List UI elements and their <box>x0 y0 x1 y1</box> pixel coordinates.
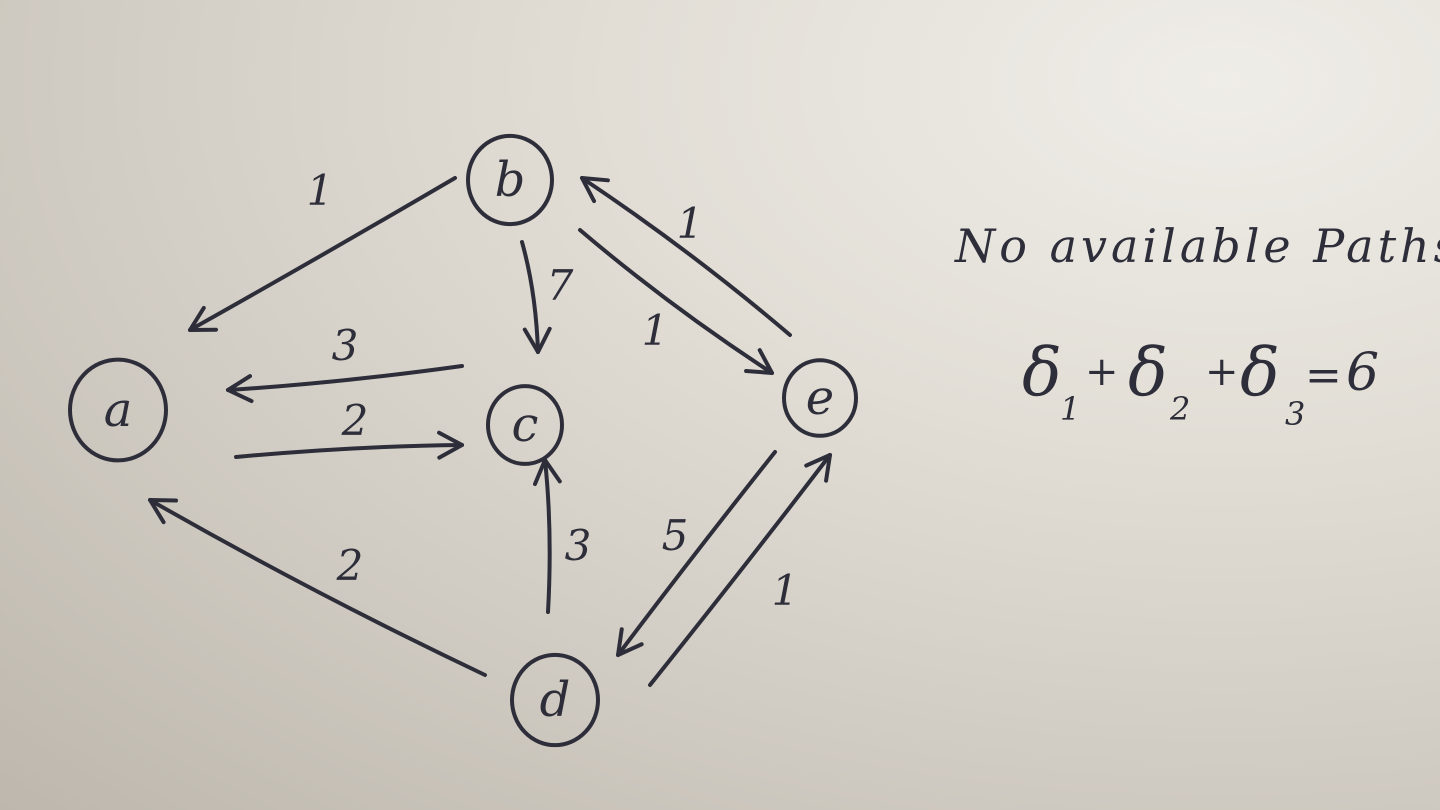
edge-line <box>520 240 540 354</box>
node-circle <box>510 652 600 748</box>
node-circle <box>466 133 554 227</box>
edge-line <box>188 176 457 332</box>
edge-b-to-c: 7 <box>520 240 574 354</box>
node-c: c <box>486 384 564 466</box>
node-label: b <box>495 152 526 208</box>
equals-sign: = <box>1305 350 1342 401</box>
arrowhead <box>437 430 464 460</box>
edge-d-to-c: 3 <box>533 458 592 614</box>
edge-line <box>580 176 792 337</box>
edge-e-to-d: 5 <box>616 450 777 657</box>
node-b: b <box>466 133 554 227</box>
arrowhead <box>616 627 644 657</box>
node-circle <box>68 357 168 463</box>
arrowhead <box>580 176 610 204</box>
edge-weight-label: 3 <box>565 521 592 570</box>
edge-weight-label: 5 <box>662 511 689 560</box>
arrowhead <box>188 305 218 332</box>
edge-b-to-e: 1 <box>578 228 774 375</box>
edge-weight-label: 1 <box>677 199 704 248</box>
node-label: e <box>806 370 834 426</box>
edge-line <box>234 443 464 459</box>
plus-1: + <box>1085 349 1119 395</box>
plus-2: + <box>1205 349 1239 395</box>
equation-total: 6 <box>1346 343 1379 403</box>
delta-2: δ <box>1128 334 1168 411</box>
edge-line <box>616 450 777 657</box>
edge-line <box>226 364 464 392</box>
edge-layer: 1 7 3 2 2 3 1 1 5 1 <box>148 166 832 687</box>
edge-line <box>543 458 552 614</box>
edge-weight-label: 2 <box>336 541 364 590</box>
arrowhead <box>744 348 774 375</box>
node-label: a <box>104 382 133 438</box>
delta-3-subscript: 3 <box>1285 395 1305 433</box>
arrowhead <box>148 498 178 525</box>
edge-d-to-e: 1 <box>648 453 832 687</box>
delta-equation: δ 1 + δ 2 + δ 3 = 6 <box>1022 334 1379 433</box>
node-layer: a b c d e <box>68 133 858 748</box>
edge-weight-label: 2 <box>341 396 369 445</box>
node-circle <box>486 384 564 466</box>
arrowhead <box>522 326 552 354</box>
arrowhead <box>804 453 832 483</box>
edge-line <box>578 228 774 375</box>
node-d: d <box>510 652 600 748</box>
node-a: a <box>68 357 168 463</box>
edge-a-to-c: 2 <box>234 396 464 460</box>
edge-weight-label: 3 <box>332 321 359 370</box>
node-e: e <box>782 358 858 438</box>
notes: No available Paths δ 1 + δ 2 + δ 3 = 6 <box>954 219 1440 433</box>
delta-1-subscript: 1 <box>1060 390 1080 428</box>
edge-e-to-b: 1 <box>580 176 792 337</box>
node-label: c <box>512 397 539 453</box>
edge-d-to-a: 2 <box>148 498 487 677</box>
node-circle <box>782 358 858 438</box>
node-label: d <box>540 672 571 728</box>
edge-line <box>648 453 832 687</box>
edge-weight-label: 1 <box>642 306 669 355</box>
arrowhead <box>226 374 254 404</box>
edge-weight-label: 1 <box>307 166 334 215</box>
delta-1: δ <box>1022 334 1062 411</box>
edge-b-to-a: 1 <box>188 166 457 332</box>
delta-3: δ <box>1240 334 1280 411</box>
delta-2-subscript: 2 <box>1169 390 1190 428</box>
edge-weight-label: 1 <box>772 566 799 615</box>
edge-weight-label: 7 <box>547 261 574 310</box>
edge-line <box>148 498 487 677</box>
edge-c-to-a: 3 <box>226 321 464 404</box>
no-paths-note: No available Paths <box>954 219 1440 273</box>
